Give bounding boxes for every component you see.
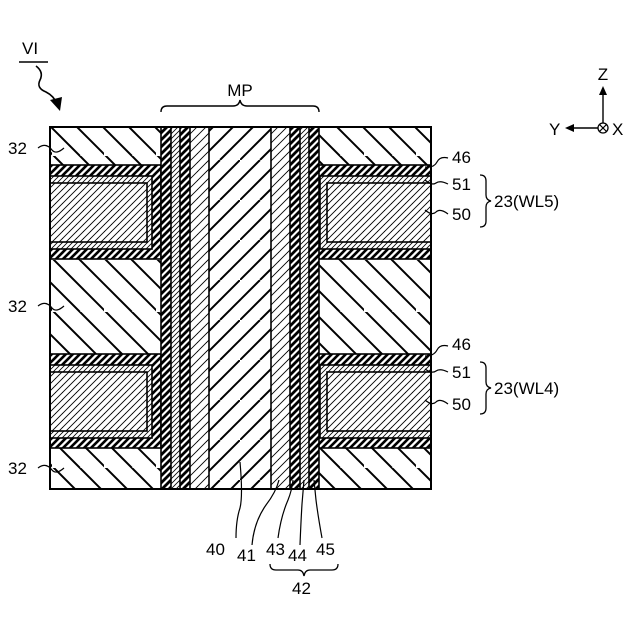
brace-wl4 [480, 362, 491, 414]
z-arrow-icon [599, 86, 607, 95]
memory-pillar [161, 127, 319, 489]
word-line-wl4-left [50, 354, 161, 448]
label-42: 42 [292, 579, 311, 598]
label-43: 43 [266, 540, 285, 559]
axis-x-label: X [612, 120, 623, 139]
y-arrow-icon [565, 124, 574, 132]
word-line-wl5-right [311, 165, 431, 259]
view-arrow-icon [36, 66, 57, 104]
label-41: 41 [237, 546, 256, 565]
stack-body [50, 127, 431, 489]
film-45-left [161, 127, 171, 489]
label-wl4: 23(WL4) [494, 379, 559, 398]
film-44-right [300, 127, 309, 489]
wl5-labels: 46 51 50 23(WL5) [425, 148, 559, 227]
channel-41-right [271, 127, 290, 489]
core-40 [209, 127, 271, 489]
label-50-lower: 50 [452, 395, 471, 414]
view-arrowhead-icon [50, 97, 62, 111]
label-46-upper: 46 [452, 148, 471, 167]
film-44-left [171, 127, 180, 489]
label-51-upper: 51 [452, 175, 471, 194]
label-32-top: 32 [8, 139, 27, 158]
film-43-right [290, 127, 300, 489]
label-46-lower: 46 [452, 335, 471, 354]
brace-42 [270, 564, 338, 576]
view-label: VI [22, 39, 38, 58]
channel-41-left [190, 127, 209, 489]
label-32-bottom: 32 [8, 459, 27, 478]
film-45-right [309, 127, 319, 489]
label-40: 40 [206, 540, 225, 559]
conductor-50 [50, 183, 147, 242]
film-43-left [180, 127, 190, 489]
axis-indicator: Z Y X [549, 65, 623, 139]
label-44: 44 [288, 546, 307, 565]
axis-z-label: Z [598, 65, 608, 84]
word-line-wl5-left [50, 165, 161, 259]
pillar-label: MP [227, 81, 253, 100]
wl4-labels: 46 51 50 23(WL4) [425, 335, 559, 414]
pillar-brace [161, 100, 319, 112]
label-50-upper: 50 [452, 205, 471, 224]
label-51-lower: 51 [452, 363, 471, 382]
label-wl5: 23(WL5) [494, 192, 559, 211]
axis-y-label: Y [549, 120, 560, 139]
word-line-wl4-right [311, 354, 431, 448]
label-45: 45 [316, 540, 335, 559]
label-32-middle: 32 [8, 297, 27, 316]
brace-wl5 [480, 175, 491, 227]
